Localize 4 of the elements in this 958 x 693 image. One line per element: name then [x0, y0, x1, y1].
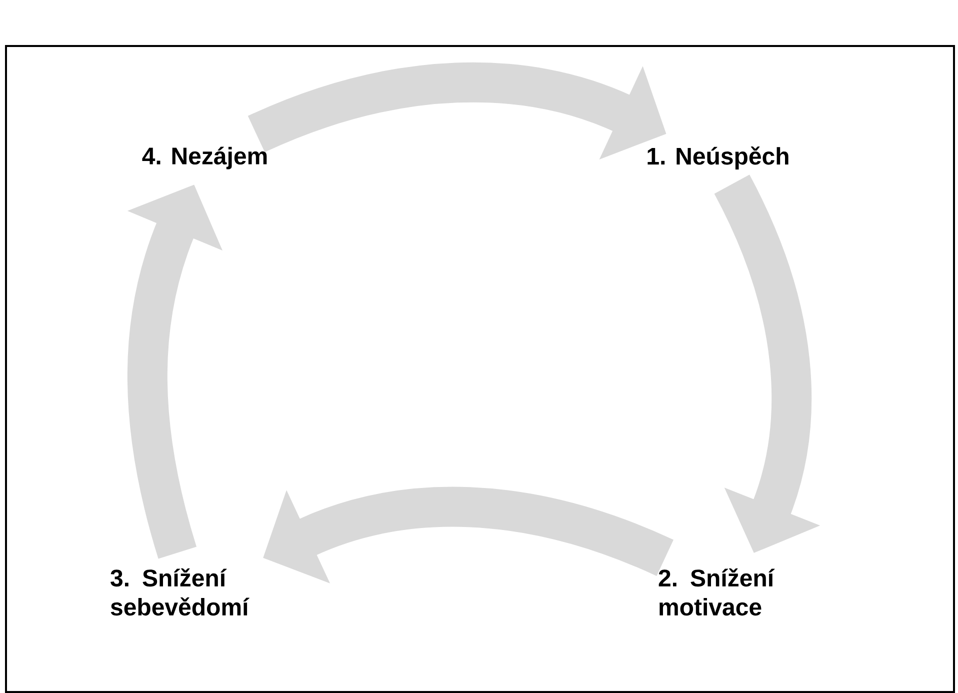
step-label: 4. Nezájem — [142, 146, 267, 170]
step-label: 1. Neúspěch — [648, 146, 788, 170]
step-label: 2. Snížení motivace — [658, 568, 775, 616]
step-label: 3. Snížení sebevědomí — [110, 568, 250, 616]
